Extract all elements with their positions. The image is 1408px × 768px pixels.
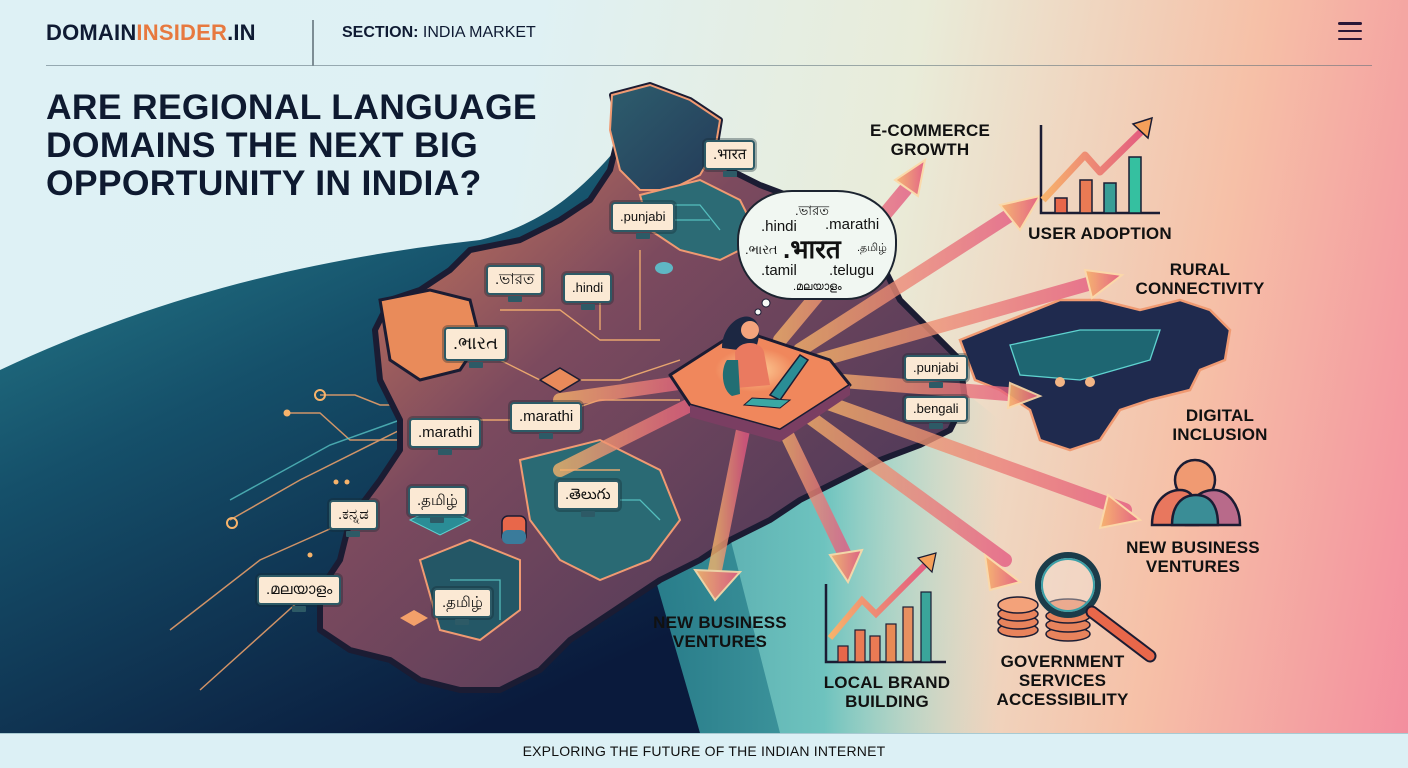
domain-tag-marathi-2: .marathi — [409, 418, 482, 455]
domain-tag-telugu: .తెలుగు — [556, 480, 620, 517]
cloud-item: .marathi — [825, 216, 880, 233]
domain-tag-bengali: .bengali — [904, 396, 968, 429]
site-logo[interactable]: DOMAININSIDER.IN — [46, 20, 256, 46]
cloud-item-featured: .भारत — [783, 234, 841, 264]
people-group-icon — [1150, 458, 1242, 527]
headline-line-3: OPPORTUNITY IN INDIA? — [46, 163, 482, 203]
label-line: VENTURES — [672, 632, 768, 651]
cloud-item: .தமிழ் — [857, 242, 887, 254]
coins-magnifier-icon — [997, 552, 1157, 663]
domain-tag-kannada: .ಕನ್ನಡ — [329, 500, 378, 537]
logo-primary-text: DOMAIN — [46, 20, 137, 45]
label-line: DIGITAL — [1185, 406, 1255, 425]
footer-tagline: EXPLORING THE FUTURE OF THE INDIAN INTER… — [522, 743, 886, 759]
label-line: GOVERNMENT — [1000, 652, 1125, 671]
cloud-item: .telugu — [829, 262, 875, 279]
label-line: E-COMMERCE — [869, 121, 991, 140]
footer-bar: EXPLORING THE FUTURE OF THE INDIAN INTER… — [0, 733, 1408, 768]
domain-tag-marathi-1: .marathi — [510, 402, 583, 439]
bar-chart-trend-icon — [824, 552, 946, 664]
domain-tag-hindi: .hindi — [563, 273, 613, 310]
section-indicator: SECTION: INDIA MARKET — [342, 24, 536, 42]
label-local-brand-building: LOCAL BRAND BUILDING — [812, 673, 962, 711]
label-line: CONNECTIVITY — [1135, 279, 1265, 298]
label-rural-connectivity: RURAL CONNECTIVITY — [1120, 260, 1280, 298]
label-new-business-ventures-right: NEW BUSINESS VENTURES — [1118, 538, 1268, 576]
cloud-item: .ભારત — [745, 242, 778, 257]
logo-accent-text: INSIDER — [136, 20, 228, 45]
domain-tag-tamil-2: .தமிழ் — [433, 588, 492, 625]
section-value: INDIA MARKET — [422, 24, 536, 41]
cloud-item: .ভারত — [795, 203, 829, 218]
domain-tag-bengali-script: .ভারত — [486, 265, 544, 302]
domain-tag-devanagari: .भारत — [704, 140, 756, 177]
label-line: NEW BUSINESS — [653, 613, 787, 632]
domain-tag-malayalam: .മലയാളം — [257, 575, 342, 612]
hamburger-menu-icon[interactable] — [1338, 22, 1362, 42]
label-ecommerce-growth: E-COMMERCE GROWTH — [860, 121, 1000, 159]
infographic: DOMAININSIDER.IN SECTION: INDIA MARKET A… — [0, 0, 1372, 733]
label-line: LOCAL BRAND — [823, 673, 951, 692]
label-line: GROWTH — [890, 140, 970, 159]
headline-line-1: ARE REGIONAL LANGUAGE — [46, 87, 537, 127]
domain-tag-tamil-1: .தமிழ் — [408, 486, 467, 523]
language-speech-cloud: .ভারত .hindi .marathi .ભારત .भारत .தமிழ்… — [737, 190, 897, 300]
domain-tag-gujarati: .ભારત — [444, 327, 508, 368]
domain-tag-punjabi-2: .punjabi — [904, 355, 968, 388]
bar-chart-growth-icon — [1039, 116, 1160, 215]
logo-suffix-text: .IN — [227, 20, 256, 45]
label-line: NEW BUSINESS — [1126, 538, 1260, 557]
label-government-services-accessibility: GOVERNMENT SERVICES ACCESSIBILITY — [985, 652, 1140, 709]
label-digital-inclusion: DIGITAL INCLUSION — [1160, 406, 1280, 444]
label-line: BUILDING — [845, 692, 929, 711]
label-user-adoption: USER ADOPTION — [1028, 224, 1172, 243]
label-line: VENTURES — [1145, 557, 1241, 576]
page-headline: ARE REGIONAL LANGUAGE DOMAINS THE NEXT B… — [46, 88, 566, 202]
label-line: RURAL — [1169, 260, 1231, 279]
domain-tag-punjabi: .punjabi — [611, 202, 675, 239]
label-new-business-ventures-bottom: NEW BUSINESS VENTURES — [645, 613, 795, 651]
header-divider — [312, 20, 314, 66]
label-line: ACCESSIBILITY — [996, 690, 1129, 709]
cloud-item: .tamil — [761, 262, 797, 279]
cloud-item: .മലയാളം — [793, 281, 842, 293]
headline-line-2: DOMAINS THE NEXT BIG — [46, 125, 479, 165]
label-line: INCLUSION — [1172, 425, 1268, 444]
top-header: DOMAININSIDER.IN SECTION: INDIA MARKET — [46, 0, 1372, 66]
cloud-item: .hindi — [761, 218, 797, 235]
label-line: SERVICES — [1018, 671, 1107, 690]
section-label: SECTION: — [342, 24, 419, 41]
